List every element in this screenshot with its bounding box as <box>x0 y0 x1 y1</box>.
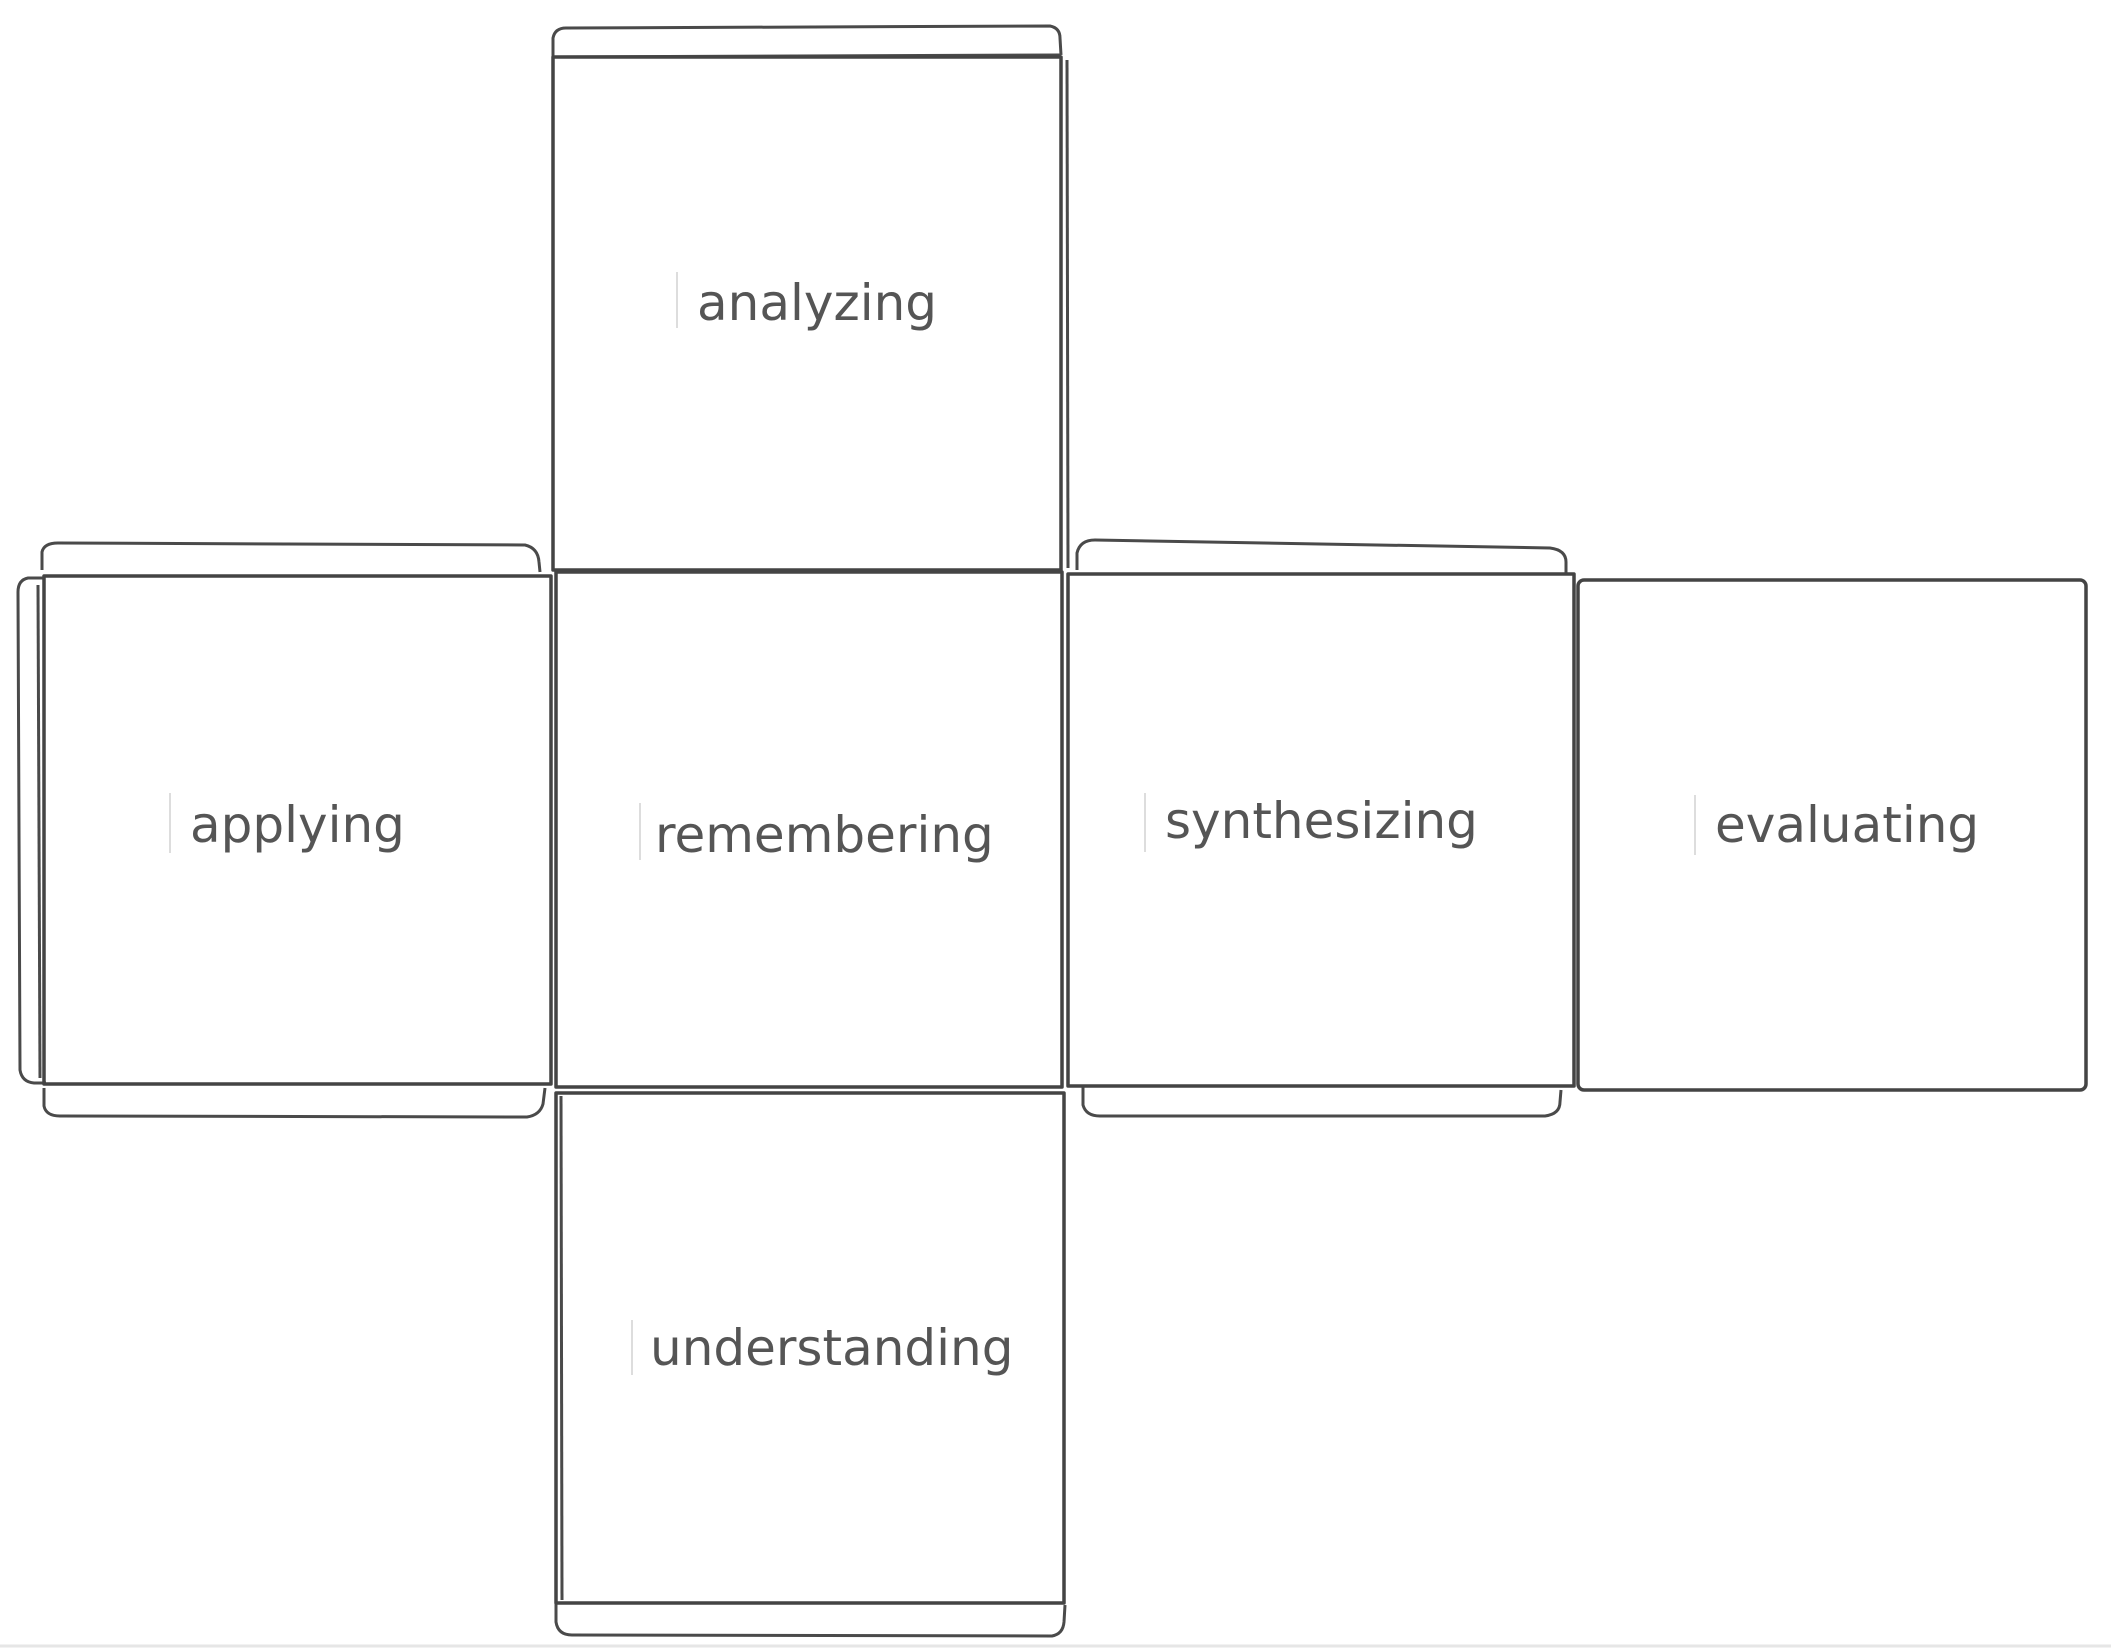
face-right <box>1066 572 1576 1088</box>
flap-left-face-top <box>40 541 542 573</box>
flap-top-face-top <box>551 24 1063 57</box>
flap-right-face-top <box>1075 538 1568 575</box>
label-right-face: synthesizing <box>1165 792 1478 850</box>
label-left-face: applying <box>190 796 405 854</box>
edge-bottom-face-left-double <box>559 1095 564 1601</box>
face-top <box>551 55 1063 572</box>
flap-left-face-side <box>16 576 46 1085</box>
face-far-right <box>1576 578 2088 1092</box>
flap-right-face-bottom <box>1081 1085 1563 1118</box>
edge-top-face-right-double <box>1065 59 1070 569</box>
edge-left-face-left-double <box>36 584 42 1079</box>
label-far-right-face: evaluating <box>1715 796 1979 854</box>
face-center <box>554 570 1064 1089</box>
face-left <box>42 574 553 1086</box>
flap-left-face-bottom <box>42 1087 547 1119</box>
label-bottom-face: understanding <box>650 1319 1013 1377</box>
flap-bottom-face-bottom <box>554 1603 1067 1638</box>
face-bottom <box>554 1091 1066 1605</box>
label-center-face: remembering <box>655 806 994 864</box>
label-top-face: analyzing <box>697 274 937 332</box>
